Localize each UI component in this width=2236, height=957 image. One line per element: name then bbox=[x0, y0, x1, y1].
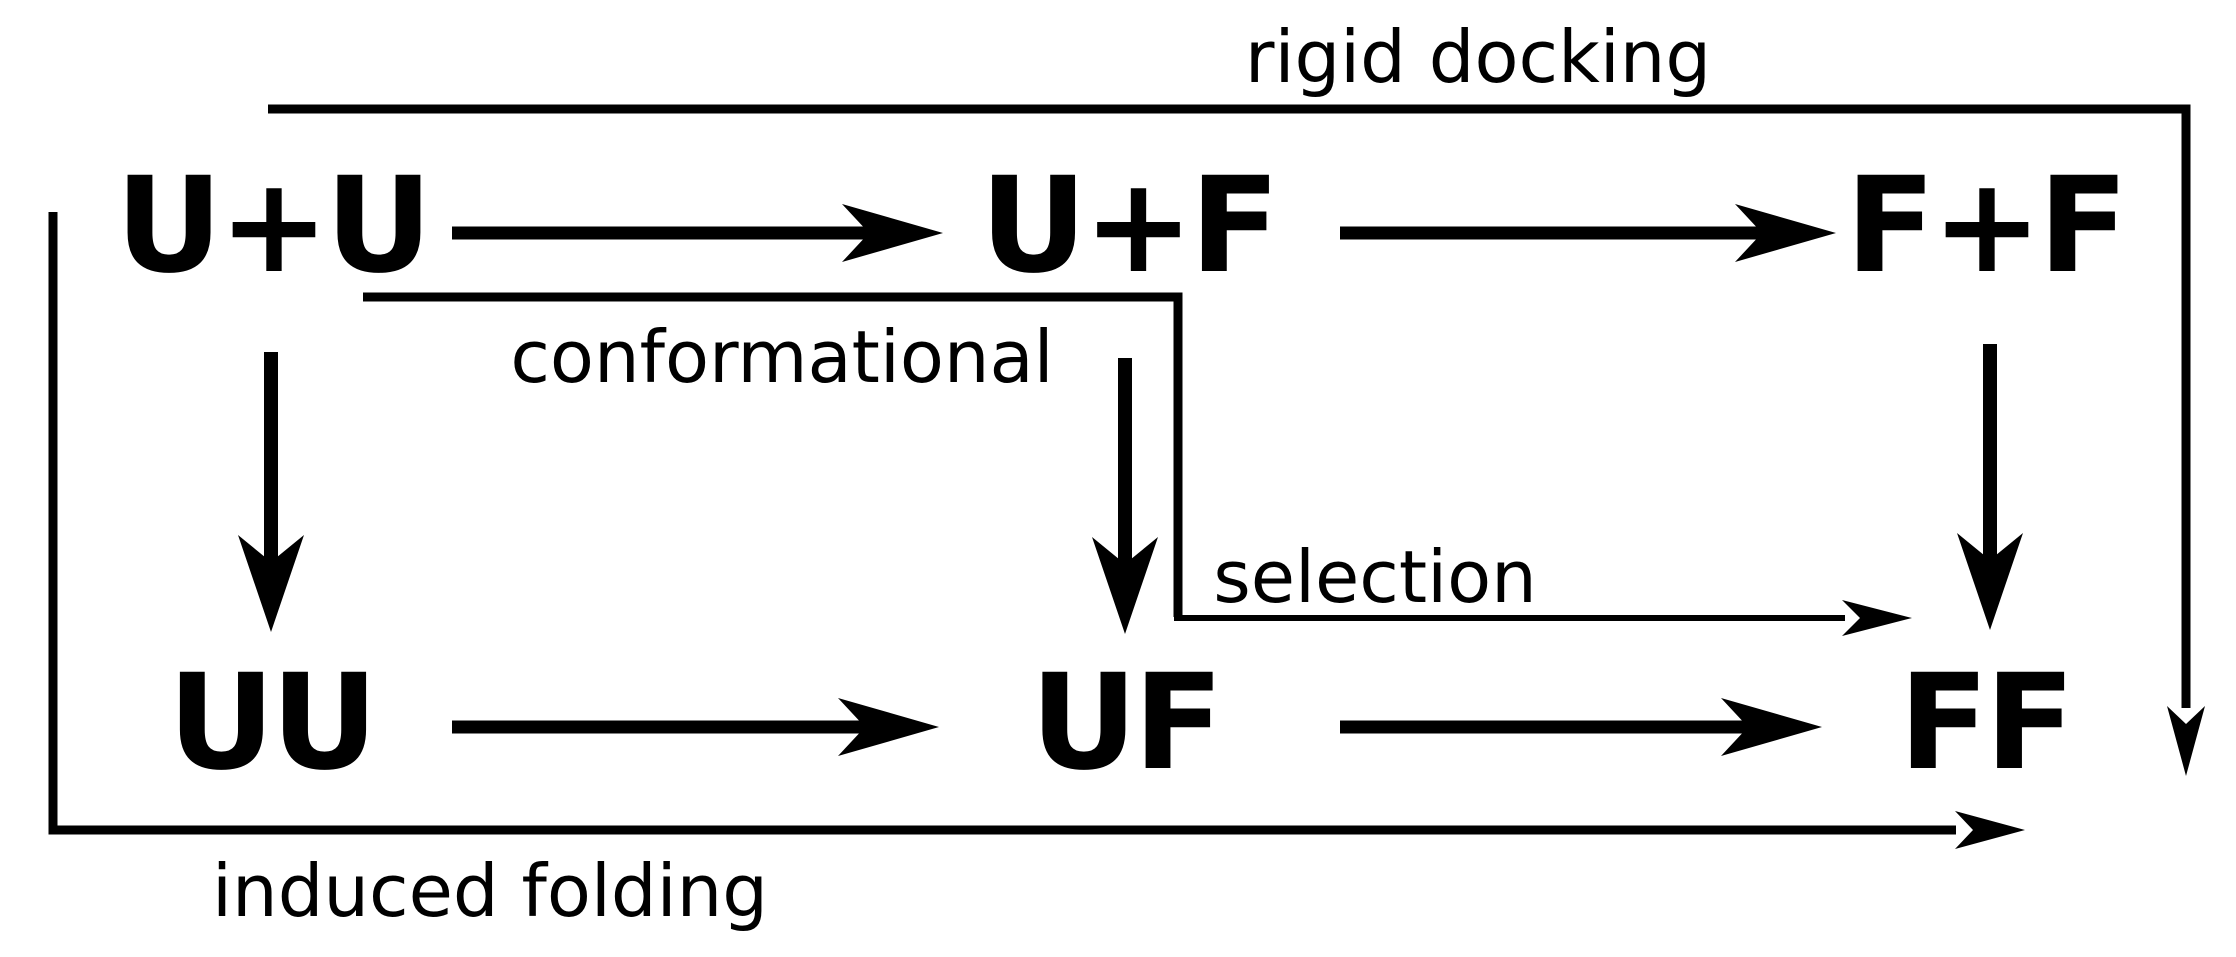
label-selection: selection bbox=[1213, 535, 1537, 619]
label-conformational: conformational bbox=[510, 315, 1054, 399]
node-uu: UU bbox=[167, 646, 378, 800]
arrowhead-f-plus-f-to-ff-icon bbox=[1957, 533, 2023, 630]
arrowhead-u-plus-f-to-f-plus-f-icon bbox=[1735, 204, 1836, 262]
label-induced-folding: induced folding bbox=[212, 849, 768, 933]
rigid-docking-arrowhead-down-icon bbox=[2167, 706, 2205, 776]
label-rigid-docking: rigid docking bbox=[1244, 15, 1712, 99]
induced-folding-arrowhead-right-icon bbox=[1955, 811, 2025, 849]
node-u-plus-u: U+U bbox=[115, 149, 432, 303]
arrowhead-u-plus-u-to-uu-icon bbox=[238, 535, 304, 632]
arrowhead-u-plus-u-to-u-plus-f-icon bbox=[842, 204, 943, 262]
rigid-docking-line bbox=[268, 104, 2191, 708]
node-f-plus-f: F+F bbox=[1845, 149, 2128, 303]
node-uf: UF bbox=[1030, 646, 1223, 800]
selection-arrowhead-right-icon bbox=[1842, 600, 1912, 636]
node-u-plus-f: U+F bbox=[979, 149, 1280, 303]
conformational-line bbox=[363, 292, 1183, 617]
induced-folding-line bbox=[48, 212, 1956, 835]
arrowhead-uu-to-uf-icon bbox=[838, 698, 939, 756]
node-ff: FF bbox=[1898, 646, 2075, 800]
arrowhead-uf-to-ff-icon bbox=[1721, 698, 1822, 756]
arrowhead-u-plus-f-to-uf-icon bbox=[1092, 537, 1158, 634]
